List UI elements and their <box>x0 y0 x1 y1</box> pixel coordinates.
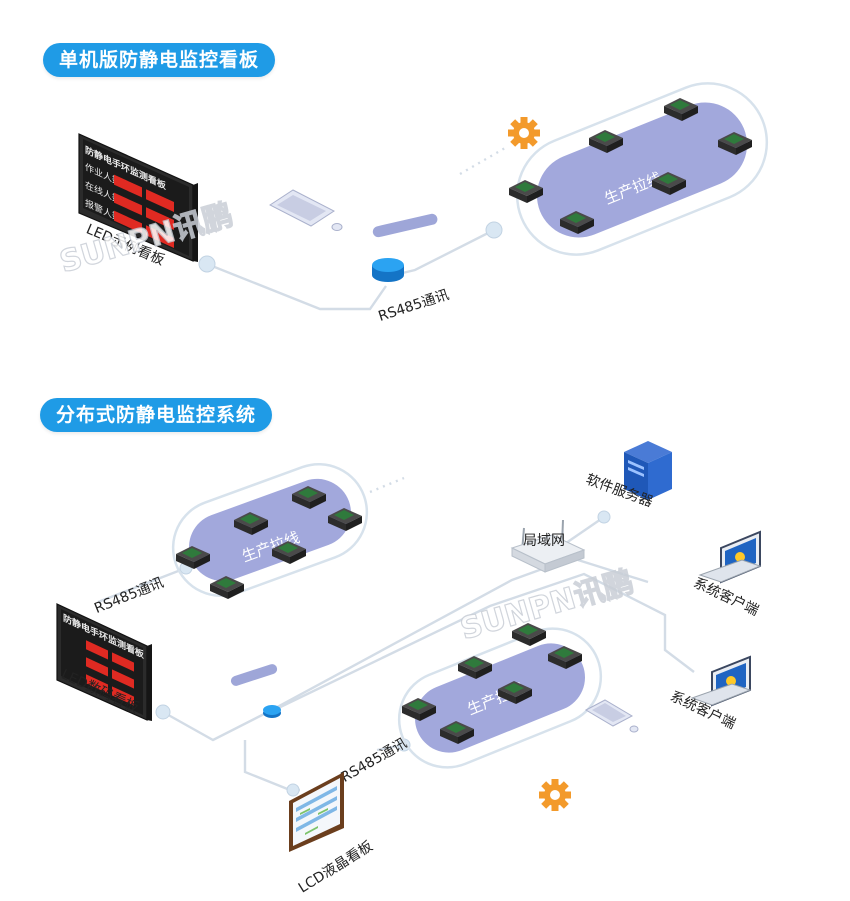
router-icon <box>510 519 586 573</box>
keyboard-icon <box>584 699 634 727</box>
rs485-converter-icon <box>263 705 281 718</box>
router-label: 局域网 <box>523 533 565 549</box>
laptop-icon <box>698 530 762 584</box>
laptop-icon <box>690 655 752 707</box>
lcd-label: LCD液晶看板 <box>296 838 376 896</box>
section1-production-line <box>515 82 769 256</box>
section2-comm-label-top: RS485通讯 <box>92 575 166 617</box>
connector-dot <box>286 783 300 797</box>
section2-led-board: 防静电手环监测看板 <box>56 603 152 721</box>
gear-icon <box>539 779 571 811</box>
controller-bar <box>230 664 278 686</box>
keyboard-icon <box>269 189 335 227</box>
section2-title: 分布式防静电监控系统 <box>40 398 273 432</box>
mouse-icon <box>331 223 343 231</box>
gear-icon <box>508 117 540 149</box>
mouse-icon <box>629 725 639 733</box>
lcd-monitor <box>289 772 344 852</box>
watermark: SUNPN讯鹏 <box>456 564 637 647</box>
connector-dot <box>597 510 611 524</box>
section1-comm-label: RS485通讯 <box>376 287 451 325</box>
connector-dot <box>155 704 171 720</box>
section1-connection-lines <box>206 146 506 311</box>
section2-comm-label-bottom: RS485通讯 <box>338 735 410 786</box>
connector-dot <box>485 221 503 239</box>
server-icon <box>624 441 672 500</box>
controller-bar <box>372 213 438 238</box>
connector-dot <box>198 255 216 273</box>
rs485-converter-icon <box>372 258 404 282</box>
section1-title: 单机版防静电监控看板 <box>43 43 276 77</box>
